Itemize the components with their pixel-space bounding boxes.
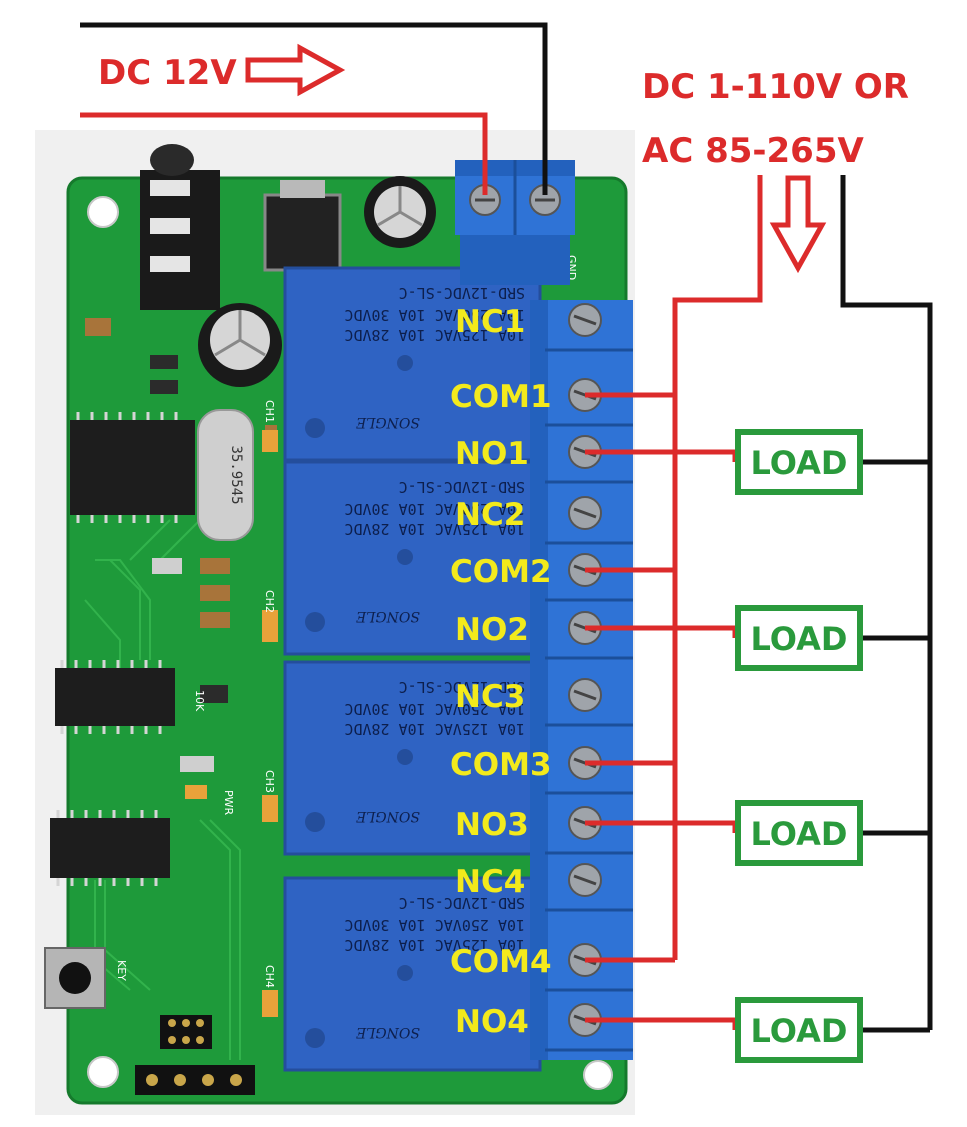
relay-rating-text: 10A 125VAC 10A 28VDC xyxy=(344,326,525,344)
relay-mark xyxy=(397,965,413,981)
relay-mark xyxy=(397,549,413,565)
com-pin-label: COM4 xyxy=(450,944,552,980)
ic-chips xyxy=(50,412,195,886)
load-label: LOAD xyxy=(751,444,848,482)
capacitor-2 xyxy=(198,303,282,387)
load-negative-bus xyxy=(840,175,933,1030)
power-terminal-block xyxy=(455,160,575,285)
nc-pin-label: NC3 xyxy=(455,679,525,715)
com-pin-label: COM1 xyxy=(450,379,552,415)
load-label: LOAD xyxy=(751,620,848,658)
channel-led xyxy=(262,430,278,452)
load-box xyxy=(735,429,863,495)
load-box xyxy=(735,997,863,1063)
audio-jack xyxy=(140,144,220,310)
relay-brand-text: SONGLE xyxy=(356,608,420,624)
relay-rating-text: 10A 250VAC 10A 30VDC xyxy=(344,500,525,518)
crystal-oscillator: 35.9545 xyxy=(197,409,254,541)
crystal-label: 35.9545 xyxy=(228,445,244,504)
load-box xyxy=(735,800,863,866)
relay-mark xyxy=(305,812,325,832)
no-pin-label: NO4 xyxy=(455,1004,529,1040)
load-label: LOAD xyxy=(751,1012,848,1050)
header-pins xyxy=(135,1015,255,1095)
relay-model-text: SRD-12VDC-SL-C xyxy=(399,678,525,696)
resistor-silkscreen: 10K xyxy=(193,690,206,712)
channel-led xyxy=(262,995,278,1017)
supply-positive-wire xyxy=(80,112,488,195)
key-label: KEY xyxy=(115,960,128,981)
load-box xyxy=(735,605,863,671)
screw-slot xyxy=(573,507,597,519)
relay-mark xyxy=(305,612,325,632)
nc-pin-label: NC1 xyxy=(455,304,525,340)
relay-brand-text: SONGLE xyxy=(356,1024,420,1040)
relay-rating-text: 10A 250VAC 10A 30VDC xyxy=(344,916,525,934)
relay-rating-text: 10A 250VAC 10A 30VDC xyxy=(344,700,525,718)
arrow-right-icon xyxy=(245,43,346,97)
screw-slot xyxy=(573,689,597,701)
load-supply-label-line1: DC 1-110V OR xyxy=(642,67,909,107)
supply-negative-wire xyxy=(80,22,548,195)
nc-pin-label: NC4 xyxy=(455,864,525,900)
load-supply-label-line2: AC 85-265V xyxy=(642,131,865,171)
channel-led xyxy=(262,800,278,822)
relay-brand-text: SONGLE xyxy=(356,808,420,824)
key-button: KEY xyxy=(44,947,128,1009)
relay-model-text: SRD-12VDC-SL-C xyxy=(399,478,525,496)
relay-model-text: SRD-12VDC-SL-C xyxy=(399,894,525,912)
relay-mark xyxy=(397,749,413,765)
channel-led-label: CH3 xyxy=(263,770,276,793)
no-pin-label: NO1 xyxy=(455,436,529,472)
channel-led-label: CH4 xyxy=(263,965,276,988)
capacitor-1 xyxy=(364,176,436,248)
arrow-down-icon xyxy=(769,175,827,274)
output-terminal-block xyxy=(530,300,633,1060)
relay-mark xyxy=(305,418,325,438)
no-pin-label: NO2 xyxy=(455,612,529,648)
relay-rating-text: 10A 125VAC 10A 28VDC xyxy=(344,936,525,954)
relay-group: SRD-12VDC-SL-C 10A 250VAC 10A 30VDC 10A 12… xyxy=(262,266,542,1072)
relay-model-text: SRD-12VDC-SL-C xyxy=(399,284,525,302)
relay-rating-text: 10A 125VAC 10A 28VDC xyxy=(344,720,525,738)
load-positive-bus xyxy=(672,175,763,960)
relay-rating-text: 10A 250VAC 10A 30VDC xyxy=(344,306,525,324)
supply-voltage-label: DC 12V xyxy=(98,53,237,93)
com-pin-label: COM2 xyxy=(450,554,552,590)
channel-led-label: CH2 xyxy=(263,590,276,613)
nc-pin-label: NC2 xyxy=(455,497,525,533)
channel-led-label: CH1 xyxy=(263,400,276,423)
channel-led xyxy=(262,620,278,642)
screw-slot xyxy=(573,874,597,886)
no-pin-label: NO3 xyxy=(455,807,529,843)
relay-mark xyxy=(305,1028,325,1048)
relay-mark xyxy=(397,355,413,371)
com-pin-label: COM3 xyxy=(450,747,552,783)
relay-rating-text: 10A 125VAC 10A 28VDC xyxy=(344,520,525,538)
relay-brand-text: SONGLE xyxy=(356,414,420,430)
load-label: LOAD xyxy=(751,815,848,853)
voltage-regulator xyxy=(263,180,342,272)
screw-slot xyxy=(573,314,597,326)
pwr-silkscreen: PWR xyxy=(222,790,235,816)
